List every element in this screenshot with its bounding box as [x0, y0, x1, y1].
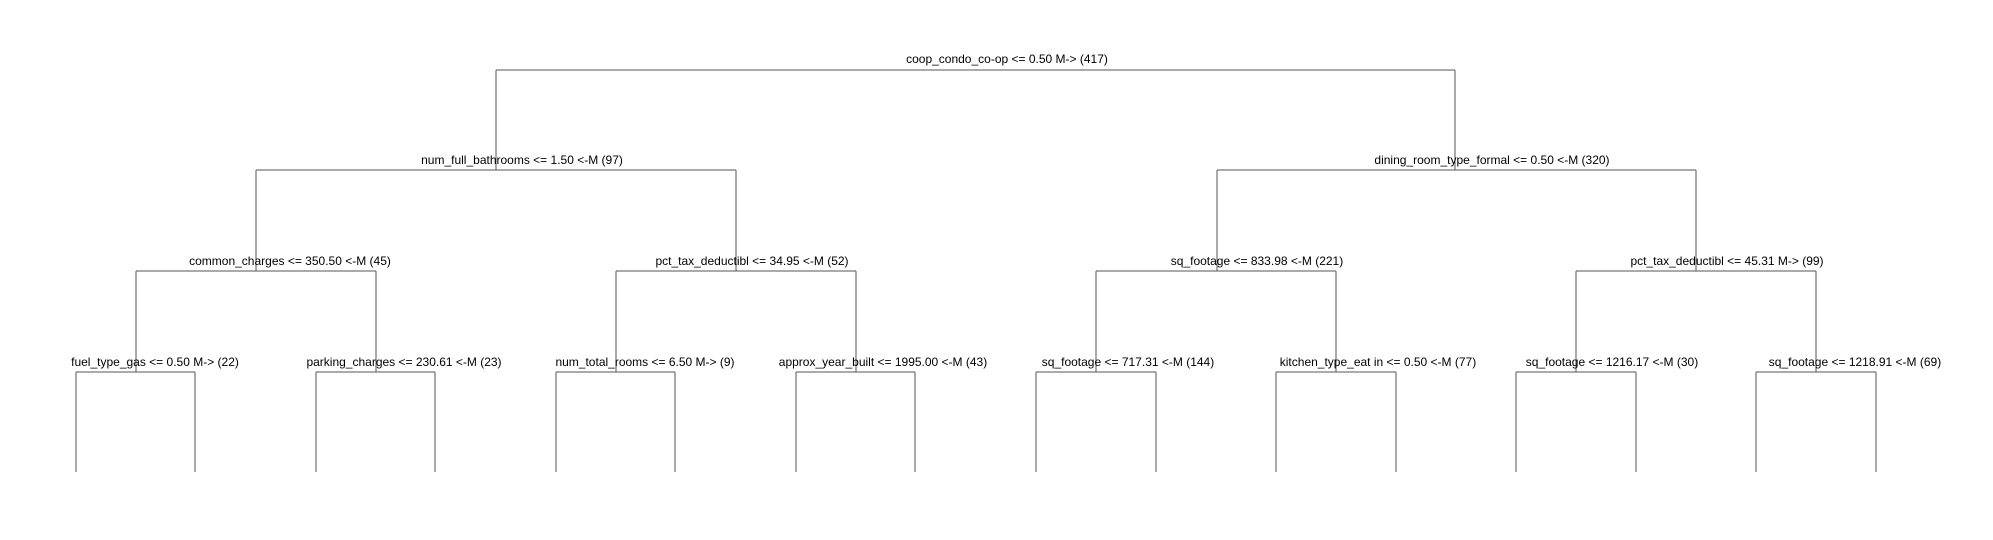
tree-node-label: dining_room_type_formal <= 0.50 <-M (320… — [1374, 153, 1609, 167]
tree-node-label: sq_footage <= 1216.17 <-M (30) — [1526, 355, 1698, 369]
tree-node-label: sq_footage <= 717.31 <-M (144) — [1042, 355, 1214, 369]
tree-node-label: sq_footage <= 833.98 <-M (221) — [1171, 254, 1343, 268]
tree-node-label: fuel_type_gas <= 0.50 M-> (22) — [71, 355, 239, 369]
tree-node-label: num_full_bathrooms <= 1.50 <-M (97) — [421, 153, 623, 167]
tree-node-label: num_total_rooms <= 6.50 M-> (9) — [555, 355, 734, 369]
tree-edges — [75, 69, 1877, 472]
tree-node-label: approx_year_built <= 1995.00 <-M (43) — [779, 355, 987, 369]
tree-node-label: kitchen_type_eat in <= 0.50 <-M (77) — [1280, 355, 1476, 369]
tree-node-label: pct_tax_deductibl <= 45.31 M-> (99) — [1630, 254, 1823, 268]
tree-node-label: common_charges <= 350.50 <-M (45) — [189, 254, 391, 268]
tree-node-label: pct_tax_deductibl <= 34.95 <-M (52) — [655, 254, 848, 268]
tree-node-label: sq_footage <= 1218.91 <-M (69) — [1769, 355, 1941, 369]
tree-node-label: parking_charges <= 230.61 <-M (23) — [306, 355, 501, 369]
tree-node-label: coop_condo_co-op <= 0.50 M-> (417) — [906, 52, 1108, 66]
